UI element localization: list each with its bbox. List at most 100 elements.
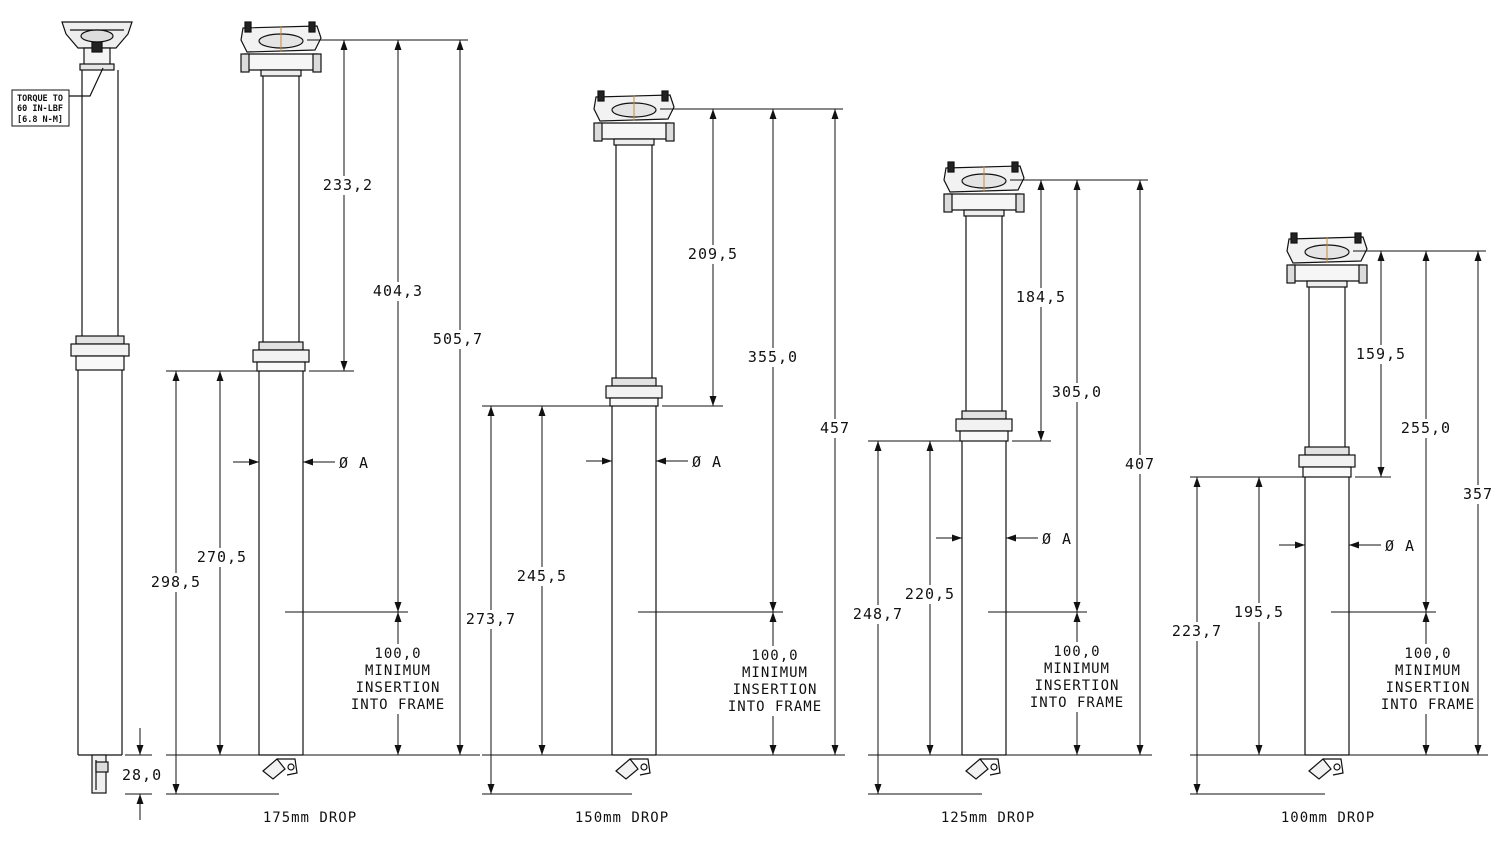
label-mask (852, 605, 904, 624)
clamp-nut-right (1354, 232, 1362, 244)
collar-skirt (959, 430, 1009, 442)
collar (605, 385, 663, 399)
actuator-pivot (640, 763, 648, 771)
collar (1298, 454, 1356, 468)
actuator-pivot (287, 763, 295, 771)
clamp-neck (260, 69, 302, 77)
saddle-clamp-icon (943, 161, 1025, 217)
lower-length-value: 195,5 (1234, 603, 1284, 621)
label-mask (1031, 642, 1123, 661)
collar-to-bottom-value: 223,7 (1172, 622, 1222, 640)
label-mask (904, 585, 956, 604)
actuator-housing (1323, 758, 1344, 776)
clamp-bolt-left (1286, 264, 1296, 284)
min-insertion-value: 100,0 (374, 646, 421, 662)
actuator-housing (277, 758, 298, 776)
post-body (593, 90, 675, 780)
clamp-nut-right (661, 90, 669, 102)
diameter-label: Ø A (1385, 537, 1415, 555)
label-mask (1382, 644, 1474, 663)
torque-line-1: TORQUE TO (17, 94, 63, 104)
frame-note-line-1: MINIMUM (365, 663, 431, 679)
label-mask (1452, 485, 1504, 504)
label-mask (1031, 693, 1123, 712)
frame-note-line-3: INTO FRAME (1030, 695, 1124, 711)
actuator-housing (630, 758, 651, 776)
clamp-head (947, 193, 1021, 211)
travel-value: 159,5 (1356, 345, 1406, 363)
collar-to-bottom-value: 298,5 (151, 573, 201, 591)
label-mask (1031, 659, 1123, 678)
frame-note-line-1: MINIMUM (1395, 663, 1461, 679)
min-insertion-value: 100,0 (1053, 644, 1100, 660)
base-offset-dimension (125, 728, 152, 820)
label-mask (1233, 603, 1285, 622)
clamp-neck (963, 209, 1005, 217)
label-mask (687, 245, 739, 264)
label-mask (1355, 345, 1407, 364)
extended-length-value: 255,0 (1401, 419, 1451, 437)
clamp-nut-right (1011, 161, 1019, 173)
clamp-bolt-right (1015, 193, 1025, 213)
frame-note-line-2: INSERTION (1386, 680, 1471, 696)
label-mask (1382, 678, 1474, 697)
overall-length-value: 505,7 (433, 330, 483, 348)
drop-label: 125mm DROP (941, 810, 1035, 826)
label-mask (352, 678, 444, 697)
wiper-seal (258, 341, 304, 351)
collar (252, 349, 310, 363)
collar (955, 418, 1013, 432)
post-body (1286, 232, 1368, 780)
collar-skirt (1302, 466, 1352, 478)
label-mask (322, 176, 374, 195)
cable-actuator-icon (965, 758, 1001, 780)
clamp-bolt-left (240, 53, 250, 73)
clamp-head (244, 53, 318, 71)
travel-value: 209,5 (688, 245, 738, 263)
saddle-clamp-icon (240, 21, 322, 77)
clamp-nut-right (308, 21, 316, 33)
label-mask (1051, 383, 1103, 402)
label-mask (352, 661, 444, 680)
label-mask (372, 282, 424, 301)
overall-length-value: 407 (1125, 455, 1155, 473)
extended-length-value: 355,0 (748, 348, 798, 366)
torque-line-3: [6.8 N-M] (17, 115, 63, 125)
label-mask (729, 663, 821, 682)
actuator-arm (965, 758, 989, 780)
label-mask (516, 567, 568, 586)
collar-skirt (256, 361, 306, 372)
label-mask (1015, 288, 1067, 307)
clamp-nut-left (947, 161, 955, 173)
lower-length-value: 245,5 (517, 567, 567, 585)
drop-label: 150mm DROP (575, 810, 669, 826)
extended-length-value: 305,0 (1052, 383, 1102, 401)
base-offset-value: 28,0 (122, 766, 162, 784)
post-dimensions (166, 39, 480, 795)
post-body (240, 21, 322, 780)
torque-note-box: TORQUE TO 60 IN-LBF [6.8 N-M] (11, 89, 70, 127)
frame-note-line-2: INSERTION (1035, 678, 1120, 694)
diameter-label: Ø A (339, 454, 369, 472)
drop-label: 100mm DROP (1281, 810, 1375, 826)
reference-post (61, 21, 133, 794)
clamp-nut-left (244, 21, 252, 33)
frame-note-line-3: INTO FRAME (351, 697, 445, 713)
cable-actuator-icon (91, 754, 109, 794)
label-mask (150, 573, 202, 592)
diameter-label: Ø A (1042, 530, 1072, 548)
label-mask (352, 695, 444, 714)
label-mask (1382, 695, 1474, 714)
frame-note-line-3: INTO FRAME (728, 699, 822, 715)
label-mask (809, 419, 861, 438)
clamp-neck (1306, 280, 1348, 288)
clamp-bolt-left (943, 193, 953, 213)
label-mask (1171, 622, 1223, 641)
wiper-seal (1304, 446, 1350, 456)
